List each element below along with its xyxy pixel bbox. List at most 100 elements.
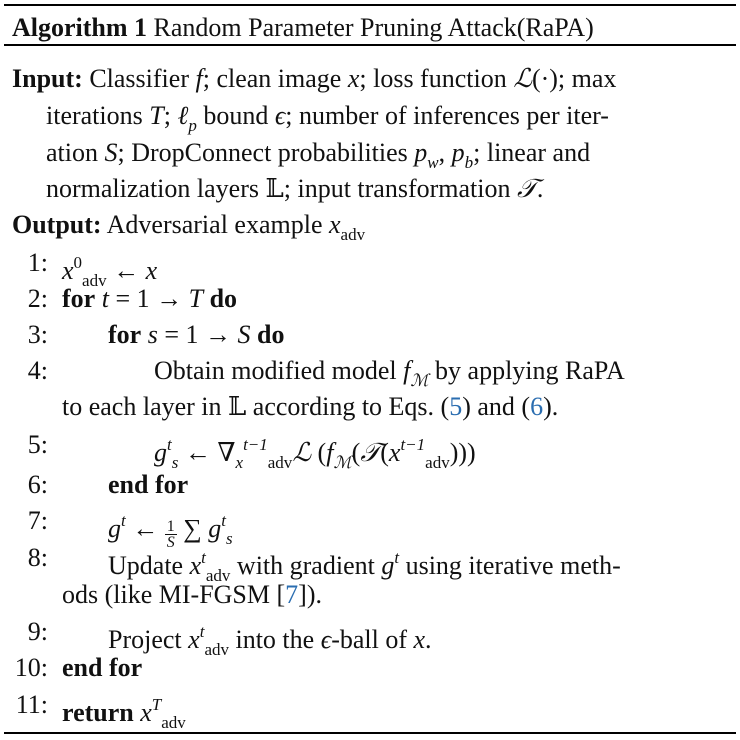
text-segment: normalization layers 𝕃; input transforma… [46, 174, 517, 203]
text-segment: x [388, 438, 401, 467]
text-segment: t−1 [400, 435, 426, 454]
line-number: 11: [15, 690, 48, 719]
text-segment: x [145, 256, 158, 285]
text-segment: ]). [298, 580, 322, 609]
text-segment: g [108, 514, 121, 543]
text-segment: ) and ( [462, 392, 531, 421]
keyword: Output: [12, 210, 102, 239]
text-segment: ∑ [176, 514, 209, 543]
text-segment: ; linear and [473, 138, 591, 167]
text-segment: adv [340, 225, 366, 244]
algorithm-line: normalization layers 𝕃; input transforma… [46, 174, 543, 204]
text-segment: g [154, 438, 167, 467]
algorithm-line: Project xtadv into the ϵ-ball of x. [108, 617, 432, 665]
text-segment: Adversarial example [101, 210, 329, 239]
text-segment: 𝒯 [517, 174, 537, 203]
keyword: for [108, 320, 142, 349]
text-segment: ϵ [320, 625, 332, 654]
text-segment: p [451, 138, 465, 167]
line-number: 4: [27, 356, 48, 385]
text-segment: s [147, 320, 158, 349]
algorithm-line: Output: Adversarial example xadv [12, 210, 365, 250]
text-segment: ; DropConnect probabilities [117, 138, 415, 167]
text-segment: ( [351, 438, 361, 467]
line-number: 1: [27, 248, 48, 277]
reference-link[interactable]: 5 [449, 392, 463, 421]
keyword: do [257, 320, 285, 349]
text-segment: T [149, 101, 164, 130]
text-segment: ← [106, 256, 146, 285]
text-segment: adv [82, 271, 107, 290]
text-segment: adv [161, 713, 186, 732]
text-segment: t [121, 511, 126, 530]
line-number: 5: [27, 430, 48, 459]
text-segment: using iterative meth- [399, 551, 621, 580]
text-segment: ϵ [274, 101, 286, 130]
text-segment: to each layer in 𝕃 according to Eqs. ( [62, 392, 450, 421]
text-segment: into the [228, 625, 321, 654]
keyword: do [209, 284, 238, 313]
text-segment: f [195, 64, 203, 93]
text-segment: x [235, 453, 244, 472]
line-number: 10: [14, 653, 48, 682]
reference-link[interactable]: 7 [285, 580, 299, 609]
text-segment: 𝒯 [360, 438, 381, 467]
text-segment: f [403, 356, 411, 385]
top-rule [4, 4, 736, 6]
text-segment: t [221, 511, 227, 530]
line-number: 3: [27, 320, 48, 349]
text-segment: Project [108, 625, 189, 654]
text-segment: ; [163, 101, 178, 130]
keyword: end for [108, 470, 189, 499]
text-segment: -ball of [331, 625, 414, 654]
algorithm-line: ation S; DropConnect probabilities pw, p… [46, 138, 590, 178]
text-segment: g [208, 514, 222, 543]
bottom-rule [4, 732, 736, 734]
reference-link[interactable]: 6 [530, 392, 544, 421]
text-segment: t [394, 548, 400, 567]
text-segment: t [201, 548, 206, 567]
text-segment: Obtain modified model [154, 356, 404, 385]
text-segment: = 1 → [157, 320, 238, 349]
algorithm-line: return xTadv [62, 690, 186, 738]
text-segment: adv [425, 453, 450, 472]
text-segment: by applying RaPA [428, 356, 625, 385]
text-segment: ation [46, 138, 105, 167]
algorithm-line: x0adv ← x [62, 248, 157, 296]
text-segment: , [438, 138, 452, 167]
text-segment: ; loss function [359, 64, 514, 93]
text-segment: ← ∇ [178, 438, 236, 467]
title-rule [4, 44, 736, 46]
text-segment: t [101, 284, 109, 313]
text-segment: t [199, 622, 205, 641]
line-number: 6: [27, 470, 48, 499]
text-segment: ( [311, 438, 327, 467]
line-number: 9: [27, 617, 48, 646]
algorithm-line: iterations T; ℓp bound ϵ; number of infe… [46, 101, 609, 141]
text-segment: adv [267, 453, 293, 472]
text-segment: adv [205, 566, 231, 585]
text-segment: 0 [73, 253, 83, 272]
text-segment: x [413, 625, 426, 654]
algorithm-line: end for [62, 653, 142, 683]
text-segment: x [188, 625, 200, 654]
text-segment: S [237, 320, 251, 349]
text-segment: ← [125, 514, 165, 543]
algorithm-line: for t = 1 → T do [62, 284, 237, 314]
text-segment: x [140, 698, 152, 727]
algorithm-label: Algorithm 1 [12, 13, 148, 42]
text-segment: t−1 [243, 435, 268, 454]
text-segment: s [226, 529, 233, 548]
text-segment: T [151, 695, 162, 714]
keyword: for [62, 284, 96, 313]
text-segment: ; clean image [202, 64, 348, 93]
text-segment: x [329, 210, 341, 239]
text-segment: x [62, 256, 74, 285]
keyword: Input: [12, 64, 83, 93]
text-segment: S [104, 138, 118, 167]
line-number: 8: [27, 543, 48, 572]
text-segment: ℒ [292, 438, 312, 467]
text-segment: . [425, 625, 432, 654]
algorithm-line: gts ← ∇xt−1advℒ (fℳ(𝒯(xt−1adv))) [154, 430, 476, 478]
